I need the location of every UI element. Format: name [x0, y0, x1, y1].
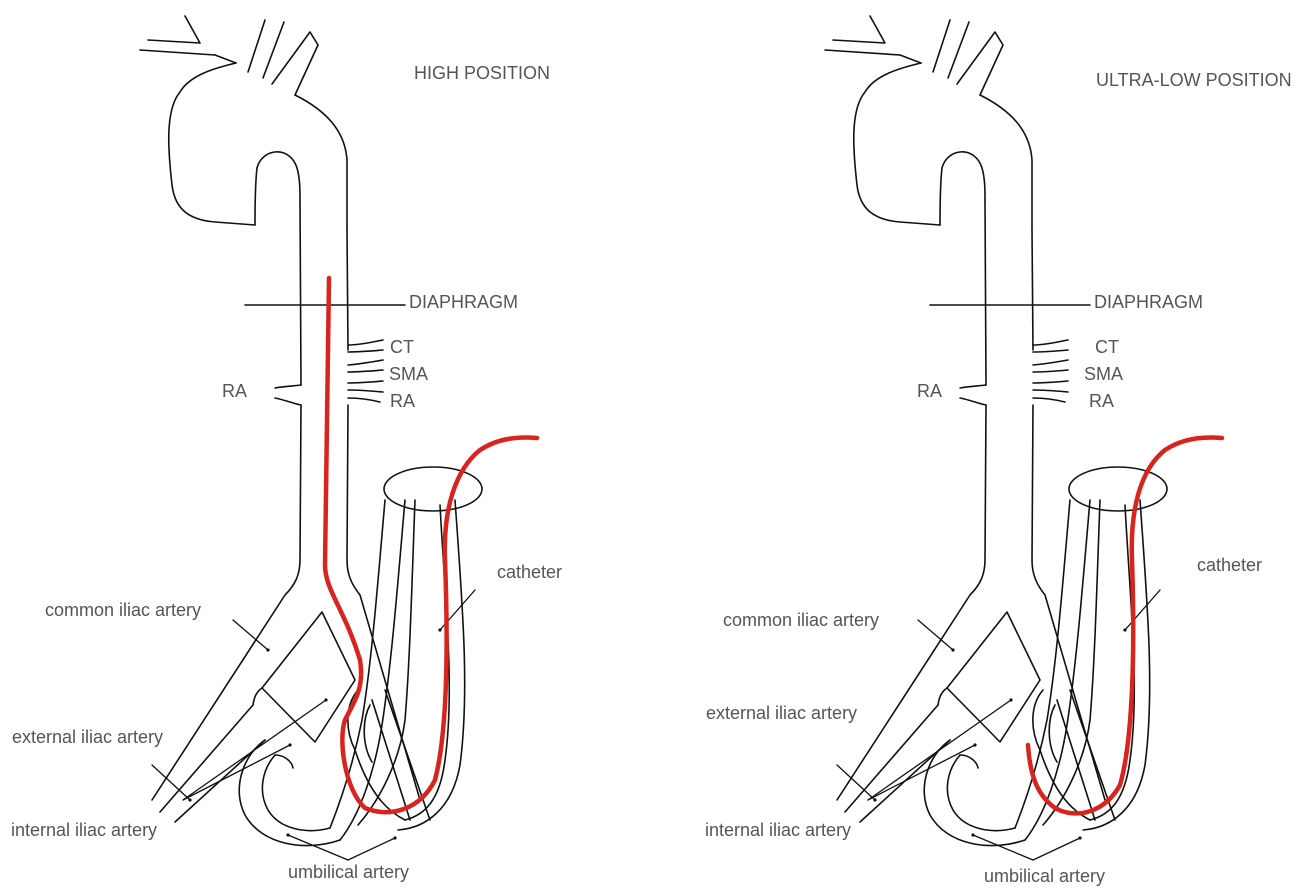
diaphragm-label: DIAPHRAGM [1094, 292, 1203, 312]
sma-label: SMA [1084, 364, 1123, 384]
ct-label: CT [1095, 337, 1119, 357]
external-iliac-label: external iliac artery [706, 703, 857, 723]
ra-right-label: RA [390, 391, 415, 411]
common-iliac-label: common iliac artery [723, 610, 879, 630]
internal-iliac-label: internal iliac artery [705, 820, 851, 840]
panel-ultra-low-position: ULTRA-LOW POSITION DIAPHRAGM CT SMA RA R… [705, 16, 1292, 886]
vascular-anatomy [825, 16, 1167, 846]
diaphragm-label: DIAPHRAGM [409, 292, 518, 312]
catheter-line [1028, 438, 1222, 814]
panel-title: ULTRA-LOW POSITION [1096, 70, 1292, 90]
catheter-line [325, 278, 537, 812]
ra-left-label: RA [917, 381, 942, 401]
catheter-label: catheter [1197, 555, 1262, 575]
sma-label: SMA [389, 364, 428, 384]
vascular-anatomy [140, 16, 482, 846]
panel-title: HIGH POSITION [414, 63, 550, 83]
catheter-label: catheter [497, 562, 562, 582]
panel-high-position: HIGH POSITION DIAPHRAGM CT SMA RA RA cat… [11, 16, 562, 882]
umbilical-label: umbilical artery [288, 862, 409, 882]
internal-iliac-label: internal iliac artery [11, 820, 157, 840]
ra-left-label: RA [222, 381, 247, 401]
common-iliac-label: common iliac artery [45, 600, 201, 620]
umbilical-label: umbilical artery [984, 866, 1105, 886]
external-iliac-label: external iliac artery [12, 727, 163, 747]
ct-label: CT [390, 337, 414, 357]
ra-right-label: RA [1089, 391, 1114, 411]
